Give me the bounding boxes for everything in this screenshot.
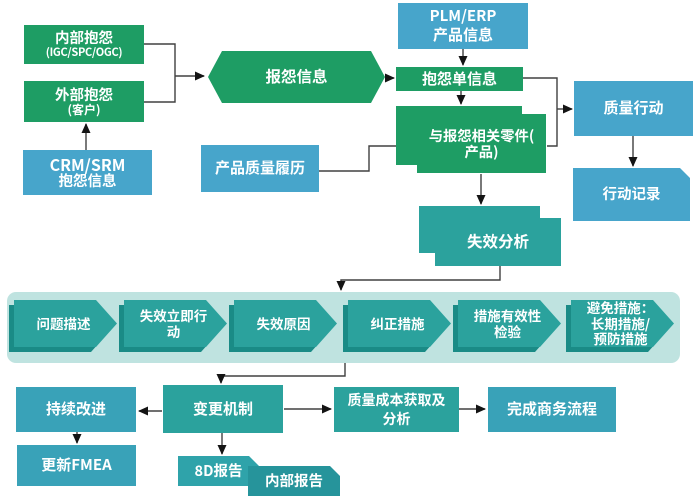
node-complaint-related-parts-line2: 产品) (464, 140, 499, 162)
node-complaint-info-hexagon: 报怨信息 (208, 51, 385, 103)
node-quality-cost-line2: 分析 (382, 408, 411, 429)
step-preventive-measures-line1: 避免措施： (586, 296, 655, 317)
connector-history-to-related-parts (319, 145, 396, 172)
node-complaint-info-label: 报怨信息 (265, 65, 328, 88)
node-product-quality-history-label: 产品质量履历 (214, 157, 305, 179)
node-complaint-related-parts: 与报怨相关零件( 产品) (417, 114, 546, 173)
node-complaint-related-parts-line1: 与报怨相关零件( (428, 124, 535, 146)
node-change-mechanism-label: 变更机制 (192, 397, 253, 419)
node-internal-report: 内部报告 (248, 466, 340, 496)
node-quality-cost-analysis: 质量成本获取及 分析 (334, 387, 459, 432)
connector-complaints-merge (144, 43, 176, 103)
connector-failure-to-band (336, 266, 501, 291)
step-problem-description: 问题描述 (14, 300, 117, 347)
node-8d-report-label: 8D报告 (194, 459, 243, 481)
connector-band-to-change (216, 363, 346, 384)
node-internal-complaint-subtitle: (IGC/SPC/OGC) (45, 44, 123, 61)
step-immediate-action: 失效立即行 动 (124, 300, 227, 347)
node-external-complaint-title: 外部抱怨 (55, 83, 113, 105)
step-effectiveness-check: 措施有效性 检验 (458, 300, 561, 347)
node-complete-business-process: 完成商务流程 (488, 387, 616, 432)
node-update-fmea: 更新FMEA (17, 445, 136, 486)
step-effectiveness-check-line2: 检验 (494, 320, 521, 341)
node-plm-erp-subtitle: 产品信息 (432, 24, 493, 45)
node-failure-analysis-label: 失效分析 (466, 230, 529, 253)
step-corrective-measures: 纠正措施 (348, 300, 451, 347)
node-crm-srm-subtitle: 抱怨信息 (58, 170, 117, 192)
step-immediate-action-line2: 动 (166, 320, 181, 341)
node-complete-business-process-label: 完成商务流程 (506, 398, 597, 420)
node-complaint-order-info: 抱怨单信息 (396, 67, 523, 91)
eight-d-process-band (7, 292, 680, 363)
node-plm-erp-title: PLM/ERP (429, 5, 497, 27)
step-failure-cause-label: 失效原因 (256, 312, 311, 333)
step-failure-cause: 失效原因 (234, 300, 337, 347)
node-continuous-improvement: 持续改进 (16, 387, 136, 432)
node-plm-erp-product-info: PLM/ERP 产品信息 (398, 3, 528, 49)
node-quality-action: 质量行动 (574, 81, 693, 136)
node-action-record: 行动记录 (573, 168, 690, 221)
step-problem-description-label: 问题描述 (36, 312, 91, 333)
node-complaint-order-info-label: 抱怨单信息 (421, 67, 497, 89)
node-8d-report: 8D报告 (178, 456, 259, 486)
step-preventive-measures-line3: 预防措施 (593, 328, 648, 349)
step-effectiveness-check-line1: 措施有效性 (473, 304, 542, 325)
node-internal-report-label: 内部报告 (265, 469, 323, 491)
step-immediate-action-line1: 失效立即行 (139, 304, 208, 325)
step-preventive-measures: 避免措施： 长期措施/ 预防措施 (571, 300, 674, 347)
node-internal-complaint: 内部抱怨 (IGC/SPC/OGC) (24, 25, 144, 64)
node-crm-srm-complaint-info: CRM/SRM 抱怨信息 (23, 150, 152, 195)
node-internal-complaint-title: 内部抱怨 (55, 27, 113, 49)
node-action-record-label: 行动记录 (602, 183, 661, 205)
node-change-mechanism: 变更机制 (163, 385, 283, 433)
node-external-complaint: 外部抱怨 (客户) (24, 81, 144, 122)
node-quality-action-label: 质量行动 (603, 97, 664, 119)
node-product-quality-history: 产品质量履历 (201, 145, 319, 192)
node-external-complaint-subtitle: (客户) (67, 100, 101, 118)
node-failure-analysis: 失效分析 (435, 218, 561, 266)
node-crm-srm-title: CRM/SRM (49, 151, 126, 176)
node-update-fmea-label: 更新FMEA (41, 454, 112, 476)
step-preventive-measures-line2: 长期措施/ (590, 312, 651, 333)
node-quality-cost-line1: 质量成本获取及 (347, 390, 446, 411)
node-continuous-improvement-label: 持续改进 (45, 398, 106, 420)
step-corrective-measures-label: 纠正措施 (370, 312, 425, 333)
